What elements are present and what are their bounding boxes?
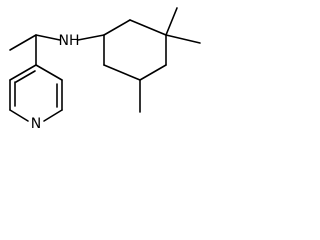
pyridine-n-label-bg [29,114,43,132]
bond-cy-c5-c6 [103,64,141,81]
pyridine-nitrogen-label: N [31,116,41,132]
bond-ch-nh [35,34,61,41]
bond-pyr-n-c6 [9,109,29,122]
bond-pyr-c2-n [43,109,63,122]
bond-pyr-double-3 [15,70,36,83]
amine-nitrogen-label: NH [59,33,80,49]
structure-svg: NH N [9,7,201,132]
amine-label-bg [60,30,78,50]
bond-cy-c4-c5 [139,64,167,81]
bond-nh-cyclo [77,34,105,41]
molecule-diagram: NH N [0,0,219,168]
bond-methyl-ch [9,34,37,51]
bond-methyl-gem-2 [165,34,201,44]
bond-cy-c2-c3 [129,19,167,36]
bond-cy-c1-c2 [103,19,131,36]
bond-methyl-gem-1 [165,7,178,36]
bond-pyr-c4-c3 [35,64,63,81]
bond-pyr-c5-c4 [9,64,37,81]
